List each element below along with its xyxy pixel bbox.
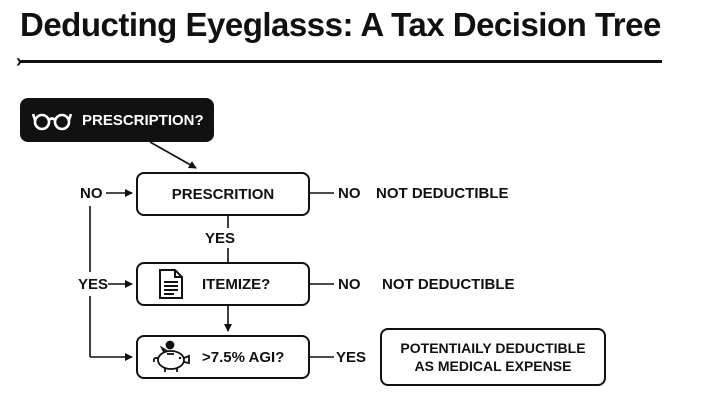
n1-no-label: NO — [338, 185, 361, 202]
left-no-label: NO — [80, 185, 103, 202]
n2-outcome-label: NOT DEDUCTIBLE — [382, 276, 515, 293]
left-yes-label: YES — [78, 276, 109, 293]
title-divider — [20, 60, 662, 63]
page-title: Deducting Eyeglasss: A Tax Decision Tree — [20, 6, 661, 43]
prescription-node: PRESCRITION — [136, 172, 310, 216]
start-node-label: PRESCRIPTION? — [82, 111, 204, 129]
n2-no-label: NO — [338, 276, 361, 293]
agi-node: >7.5% AGI? — [136, 335, 310, 379]
itemize-node-label: ITEMIZE? — [202, 275, 271, 293]
start-to-prescription-arrow — [149, 141, 197, 169]
start-node: PRESCRIPTION? — [20, 98, 214, 142]
glasses-icon — [32, 113, 72, 131]
outcome-line-2: AS MEDICAL EXPENSE — [414, 358, 572, 374]
n1-outcome-label: NOT DEDUCTIBLE — [376, 185, 509, 202]
piggy-bank-icon — [152, 340, 190, 372]
prescription-node-label: PRESCRITION — [171, 185, 275, 203]
outcome-potentially-deductible: POTENTIAILY DEDUCTIBLE AS MEDICAL EXPENS… — [380, 328, 606, 386]
chevron-right-icon: › — [16, 51, 22, 71]
document-icon — [159, 269, 183, 299]
down-yes-label: YES — [205, 230, 236, 247]
agi-node-label: >7.5% AGI? — [202, 348, 285, 366]
n3-yes-label: YES — [336, 349, 367, 366]
outcome-line-1: POTENTIAILY DEDUCTIBLE — [400, 340, 586, 356]
itemize-node: ITEMIZE? — [136, 262, 310, 306]
